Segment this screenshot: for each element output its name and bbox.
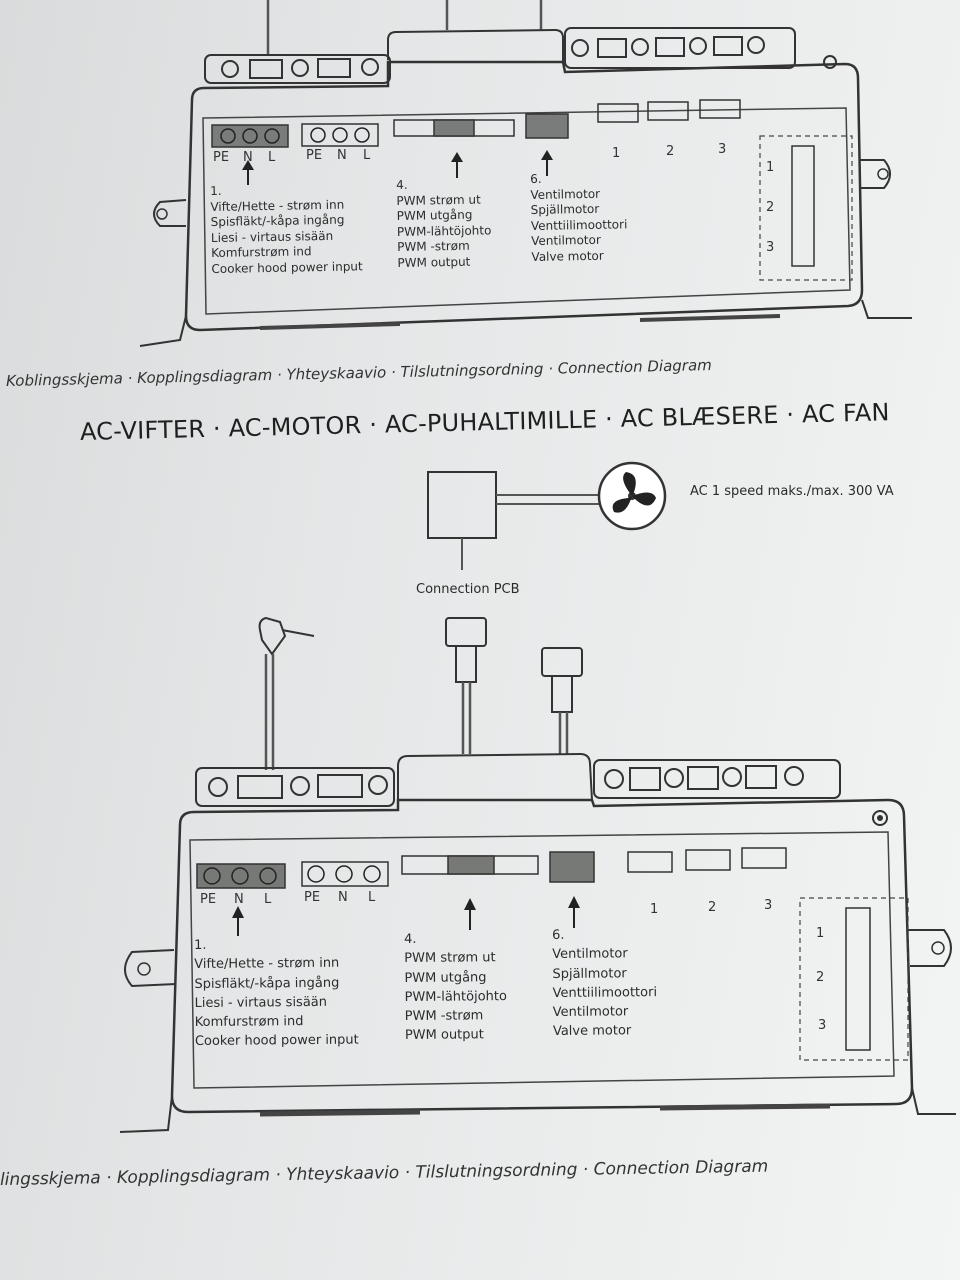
terminal-label-l-2: L: [363, 148, 371, 163]
section6-number: 6.: [552, 927, 565, 943]
section4-number: 4.: [404, 931, 417, 947]
section-4-text: 4. PWM strøm ut PWM utgång PWM-lähtöjoht…: [404, 929, 507, 1046]
terminal-label-pe: PE: [200, 892, 217, 907]
section6-number: 6.: [530, 171, 542, 186]
section4-line: PWM utgång: [396, 207, 473, 223]
section6-line: Valve motor: [552, 1023, 632, 1040]
terminal-label-l: L: [264, 892, 272, 907]
connection-pcb-label: Connection PCB: [416, 582, 520, 597]
top-box-drawing: [139, 0, 912, 347]
top-section-4-text: 4. PWM strøm ut PWM utgång PWM-lähtöjoht…: [396, 176, 492, 271]
section4-line: PWM utgång: [404, 969, 487, 986]
section6-line: Venttiilimoottori: [530, 216, 628, 233]
section-1-text: 1. Vifte/Hette - strøm inn Spisfläkt/-kå…: [194, 935, 359, 1052]
section1-line: Cooker hood power input: [211, 258, 363, 276]
section1-number: 1.: [194, 937, 207, 953]
section1-line: Vifte/Hette - strøm inn: [194, 956, 340, 973]
output-label-3: 3: [718, 142, 727, 157]
section6-line: Spjällmotor: [530, 201, 600, 217]
section4-line: PWM strøm ut: [404, 950, 496, 967]
top-section-1-text: 1. Vifte/Hette - strøm inn Spisfläkt/-kå…: [210, 181, 363, 277]
page-heading: AC-VIFTER · AC-MOTOR · AC-PUHALTIMILLE ·…: [79, 398, 890, 446]
section6-line: Valve motor: [531, 248, 604, 264]
bottom-box-drawing: [119, 461, 956, 1133]
side-label-2: 2: [766, 200, 775, 215]
side-label-3: 3: [818, 1018, 827, 1033]
output-label-2: 2: [666, 144, 675, 159]
section6-line: Spjällmotor: [552, 965, 627, 982]
terminal-label-n-2: N: [338, 890, 348, 905]
output-label-1: 1: [612, 146, 621, 161]
terminal-label-pe: PE: [213, 150, 230, 165]
section4-line: PWM output: [404, 1027, 484, 1044]
section4-line: PWM strøm ut: [396, 192, 481, 208]
section4-line: PWM output: [397, 254, 471, 270]
section1-line: Liesi - virtaus sisään: [194, 994, 328, 1011]
terminal-label-n: N: [243, 150, 253, 165]
section1-line: Spisfläkt/-kåpa ingång: [210, 212, 345, 229]
section6-line: Ventilmotor: [552, 1004, 629, 1021]
section-6-text: 6. Ventilmotor Spjällmotor Venttiilimoot…: [552, 925, 657, 1042]
section4-line: PWM -strøm: [404, 1008, 484, 1025]
output-label-2: 2: [708, 900, 717, 915]
section1-line: Komfurstrøm ind: [194, 1014, 304, 1031]
side-label-2: 2: [816, 970, 825, 985]
side-label-1: 1: [766, 160, 775, 175]
terminal-label-l: L: [268, 150, 276, 165]
section4-line: PWM-lähtöjohto: [404, 988, 507, 1005]
output-label-1: 1: [650, 902, 659, 917]
terminal-label-pe-2: PE: [306, 148, 323, 163]
section6-line: Ventilmotor: [530, 186, 601, 202]
section6-line: Ventilmotor: [552, 946, 628, 963]
side-label-3: 3: [766, 240, 775, 255]
section6-line: Ventilmotor: [531, 232, 601, 248]
top-section-6-text: 6. Ventilmotor Spjällmotor Venttiilimoot…: [530, 170, 628, 265]
section4-number: 4.: [396, 177, 408, 192]
fan-note: AC 1 speed maks./max. 300 VA: [690, 484, 894, 499]
output-label-3: 3: [764, 898, 773, 913]
side-label-1: 1: [816, 926, 825, 941]
section1-line: Spisfläkt/-kåpa ingång: [194, 975, 340, 992]
terminal-label-n-2: N: [337, 148, 347, 163]
terminal-label-l-2: L: [368, 890, 376, 905]
section4-line: PWM -strøm: [397, 238, 470, 254]
section6-line: Venttiilimoottori: [552, 984, 658, 1001]
section4-line: PWM-lähtöjohto: [396, 222, 492, 239]
caption-bottom: lingsskjema · Kopplingsdiagram · Yhteysk…: [0, 1156, 769, 1190]
section1-line: Cooker hood power input: [194, 1033, 359, 1050]
terminal-label-pe-2: PE: [304, 890, 321, 905]
terminal-label-n: N: [234, 892, 244, 907]
